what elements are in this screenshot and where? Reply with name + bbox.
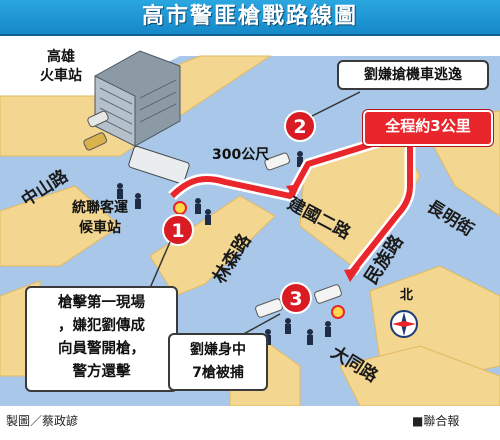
callout-arrest: 劉嫌身中 7槍被捕 — [168, 333, 268, 391]
marker-2-label: 2 — [293, 116, 306, 138]
building-windows — [99, 79, 177, 135]
marker-1: 1 — [162, 214, 194, 246]
police-car — [314, 284, 342, 304]
callout-pointer — [239, 313, 281, 337]
block-west — [0, 185, 121, 267]
block-southeast — [339, 345, 500, 406]
bus — [128, 145, 190, 185]
callout-escape: 劉嫌搶機車逃逸 — [337, 60, 489, 90]
page-title: 高市警匪槍戰路線圖 — [141, 4, 358, 29]
bus-station-label-text: 統聯客運 候車站 — [72, 200, 128, 236]
callout-arrest-text: 劉嫌身中 7槍被捕 — [190, 342, 246, 381]
station-building-face — [94, 75, 136, 147]
station-label-text: 高雄 火車站 — [40, 49, 82, 84]
title-bar — [0, 0, 500, 36]
route-arrow — [286, 184, 300, 198]
marker-1-label: 1 — [171, 220, 184, 242]
callout-first-scene: 槍擊第一現場 ，嫌犯劉傳成 向員警開槍， 警方還擊 — [25, 286, 178, 392]
car — [87, 110, 109, 128]
credit-designer: 製圖／蔡政諺 — [6, 414, 79, 428]
bus-station-label: 統聯客運 候車站 — [72, 198, 128, 238]
compass-icon — [390, 310, 418, 338]
callout-pointer — [311, 91, 361, 117]
route-arrow — [344, 268, 360, 282]
marker-3: 3 — [280, 282, 312, 314]
callout-first-scene-text: 槍擊第一現場 ，嫌犯劉傳成 向員警開槍， 警方還擊 — [58, 295, 145, 380]
callout-pointer — [149, 241, 171, 289]
marker-3-label: 3 — [289, 288, 302, 310]
credit-publisher: ■聯合報 — [412, 414, 460, 428]
car — [83, 132, 108, 151]
compass-north-label: 北 — [400, 288, 414, 303]
distance-label: 300公尺 — [212, 147, 270, 163]
station-label: 高雄 火車站 — [40, 48, 82, 86]
car — [264, 152, 290, 171]
marker-2: 2 — [284, 110, 316, 142]
callout-total-distance: 全程約3公里 — [363, 110, 493, 146]
police-officers — [117, 151, 331, 345]
